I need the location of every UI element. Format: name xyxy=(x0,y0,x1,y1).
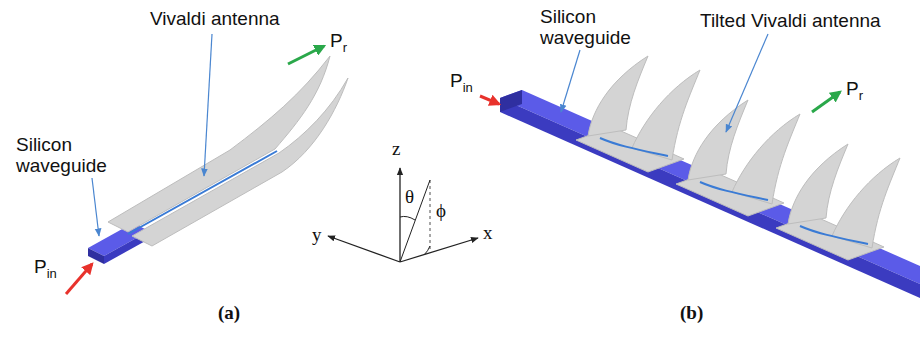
panel-label: (b) xyxy=(680,302,703,323)
leader-line xyxy=(561,50,580,112)
leader-line xyxy=(204,34,212,176)
coordinate-axes xyxy=(328,168,478,262)
tilted-vivaldi-antenna xyxy=(776,144,900,260)
tilted-vivaldi-antenna xyxy=(576,56,700,172)
leader-line xyxy=(92,178,99,236)
angle-label: ϕ xyxy=(436,200,446,221)
angle-label: θ xyxy=(405,186,414,207)
vivaldi-antenna xyxy=(108,56,348,246)
input-arrow xyxy=(66,264,92,294)
signal-label: Pr xyxy=(330,30,347,51)
panel-label: (a) xyxy=(218,302,240,323)
tilted-vivaldi-antenna xyxy=(676,100,800,216)
leader-line xyxy=(726,34,768,132)
part-label: Silicon waveguide xyxy=(16,134,112,176)
axis-label: x xyxy=(483,222,493,243)
silicon-waveguide xyxy=(500,90,920,298)
signal-label: Pr xyxy=(846,78,863,99)
axis-label: z xyxy=(392,138,400,159)
part-label: Silicon waveguide xyxy=(540,6,636,48)
input-arrow xyxy=(480,96,499,104)
radiated-arrow xyxy=(812,92,840,112)
radiated-arrow xyxy=(288,46,324,64)
axis-label: y xyxy=(312,224,322,245)
part-label: Tilted Vivaldi antenna xyxy=(700,10,881,31)
part-label: Vivaldi antenna xyxy=(150,8,280,29)
silicon-waveguide xyxy=(88,223,149,264)
signal-label: Pin xyxy=(34,256,57,277)
signal-label: Pin xyxy=(450,70,473,91)
